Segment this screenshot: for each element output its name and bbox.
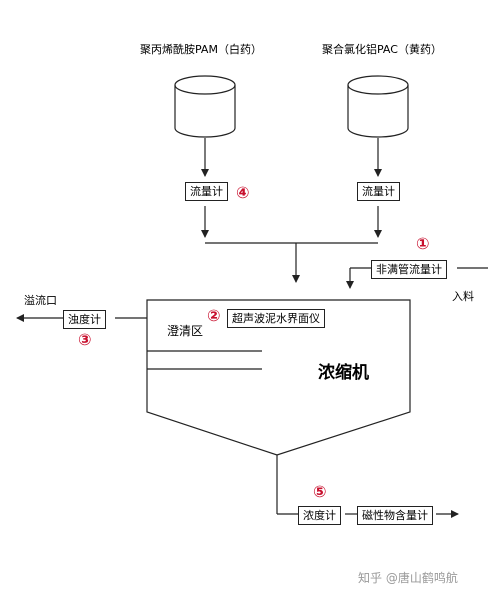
magnetic-content-meter: 磁性物含量计: [357, 506, 433, 525]
marker-5: ⑤: [313, 482, 327, 501]
pac-tank-label: 聚合氯化铝PAC（黄药）: [322, 43, 442, 56]
overflow-outlet-label: 溢流口: [24, 294, 57, 307]
pac-tank-icon: [347, 75, 409, 138]
pam-tank-icon: [174, 75, 236, 138]
marker-4: ④: [236, 183, 250, 202]
watermark-text: 知乎 @唐山鹤鸣航: [358, 571, 458, 585]
inlet-label: 入料: [452, 290, 474, 303]
marker-2: ②: [207, 306, 221, 325]
clarification-zone-label: 澄清区: [167, 324, 204, 338]
pam-tank-label: 聚丙烯酰胺PAM（白药）: [140, 43, 262, 56]
overflow-turbidity-meter: 浊度计: [63, 310, 106, 329]
thickener-label: 浓缩机: [318, 363, 369, 383]
marker-1: ①: [416, 234, 430, 253]
thickener-vessel-outline: [146, 299, 411, 456]
ultrasonic-interface-meter: 超声波泥水界面仪: [227, 309, 325, 328]
pam-flow-meter: 流量计: [185, 182, 228, 201]
partial-pipe-flow-meter: 非满管流量计: [371, 260, 447, 279]
marker-3: ③: [78, 330, 92, 349]
pac-flow-meter: 流量计: [357, 182, 400, 201]
concentration-meter: 浓度计: [298, 506, 341, 525]
